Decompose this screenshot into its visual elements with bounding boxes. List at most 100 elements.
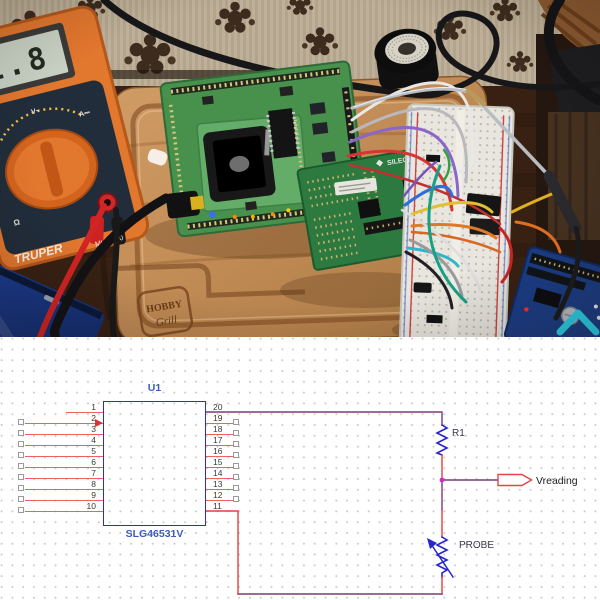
pin-wire [25, 422, 103, 425]
chip-part-number: SLG46531V [125, 528, 184, 540]
pin-name [103, 450, 206, 461]
pin-wire [25, 433, 103, 436]
pin-number: 10 [86, 500, 96, 511]
pin-wire [25, 510, 103, 513]
photo-art: HOBBY Grill [0, 0, 600, 337]
pin-wire [206, 477, 233, 480]
pin-terminal-box [233, 452, 239, 459]
silego-chip [357, 198, 382, 219]
pin-row: 20 [206, 401, 250, 415]
probe-arrowhead [427, 538, 437, 549]
pin-wire [25, 499, 103, 502]
pin-number: 13 [213, 478, 223, 489]
probe-label: PROBE [459, 540, 494, 551]
pin-wire [206, 444, 233, 447]
pin-terminal-box [233, 496, 239, 503]
pin-number: 7 [91, 467, 96, 478]
pin-row: 6 [0, 456, 103, 470]
pin-name [103, 472, 206, 483]
pin-number: 11 [213, 500, 222, 511]
pin-terminal-box [233, 485, 239, 492]
pin-row: 19 [206, 413, 250, 426]
pin-row: 12 [206, 490, 250, 503]
pin-name [103, 461, 206, 472]
pin-row: 7 [0, 467, 103, 481]
pin-row: 5 [0, 445, 103, 459]
pin-name [103, 428, 206, 439]
chip-right-pin-names [103, 401, 206, 526]
pin-number: 18 [213, 423, 223, 434]
circuit-schematic: R1 PROBE Vreading U1 SLG46531V 1 2 3 [0, 337, 600, 600]
pin-row: 16 [206, 445, 250, 459]
pin-number: 14 [213, 467, 223, 478]
workbench-photo: HOBBY Grill [0, 0, 600, 337]
resistor-probe [435, 535, 449, 578]
pin-terminal-box [18, 419, 24, 426]
pin-number: 16 [213, 445, 223, 456]
pin-terminal-box [18, 474, 24, 481]
pin-row: 10 [0, 500, 103, 514]
pin-wire [206, 499, 233, 502]
pin-terminal-box [233, 419, 239, 426]
pin-terminal-box [18, 430, 24, 437]
pin-name [103, 483, 206, 494]
pin-row: 17 [206, 434, 250, 448]
pin-wire [66, 411, 103, 414]
pin-row: 11 [206, 500, 250, 514]
pin-wire [25, 477, 103, 480]
pin-wire [25, 466, 103, 469]
pin-terminal-box [233, 441, 239, 448]
pin-number: 6 [91, 456, 96, 467]
pin-terminal-box [18, 496, 24, 503]
junction-dot [439, 477, 445, 483]
pin-terminal-box [233, 474, 239, 481]
resistor-r1 [435, 423, 449, 457]
pin-number: 9 [91, 489, 96, 500]
pin-row: 18 [206, 423, 250, 437]
chip-body [103, 401, 206, 526]
pin-name [103, 439, 206, 450]
pin-number: 17 [213, 434, 223, 445]
chip-left-pins: 1 2 3 4 [0, 402, 103, 516]
pin-row: 3 [0, 423, 103, 437]
pin-row: 8 [0, 479, 103, 492]
pin-name [103, 505, 206, 516]
pin-number: 2 [91, 412, 96, 423]
chip-right-pins: 20 19 18 17 16 [206, 401, 250, 516]
pin-name [103, 417, 206, 428]
pin-number: 20 [213, 401, 223, 412]
pin-wire [25, 488, 103, 491]
pin-input-arrow-icon [95, 419, 103, 427]
vreading-label: Vreading [536, 475, 578, 487]
pin-row: 1 [0, 402, 103, 415]
pin-name [103, 406, 206, 417]
pin-wire [206, 422, 233, 425]
pin-row: 9 [0, 489, 103, 503]
pin-number: 5 [91, 445, 96, 456]
chip-refdes: U1 [147, 382, 162, 394]
pin-wire [25, 444, 103, 447]
pin-wire [206, 466, 233, 469]
pin-number: 15 [213, 456, 223, 467]
pin-terminal-box [18, 452, 24, 459]
pin-row: 14 [206, 467, 250, 481]
pin-wire [25, 455, 103, 458]
pin-terminal-box [18, 463, 24, 470]
pin-row: 4 [0, 434, 103, 448]
pin-terminal-box [18, 485, 24, 492]
zif-socket [203, 125, 276, 202]
vreading-port [497, 473, 533, 487]
pin-row: 13 [206, 478, 250, 492]
pin-wire [206, 433, 233, 436]
pin-terminal-box [233, 430, 239, 437]
pin-number: 3 [91, 423, 96, 434]
pin-wire [206, 455, 233, 458]
pin-number: 4 [91, 434, 96, 445]
r1-label: R1 [452, 428, 465, 439]
pin-row: 15 [206, 456, 250, 470]
pin-terminal-box [18, 507, 24, 514]
pin-terminal-box [18, 441, 24, 448]
pin-terminal-box [233, 463, 239, 470]
pin-name [103, 494, 206, 505]
